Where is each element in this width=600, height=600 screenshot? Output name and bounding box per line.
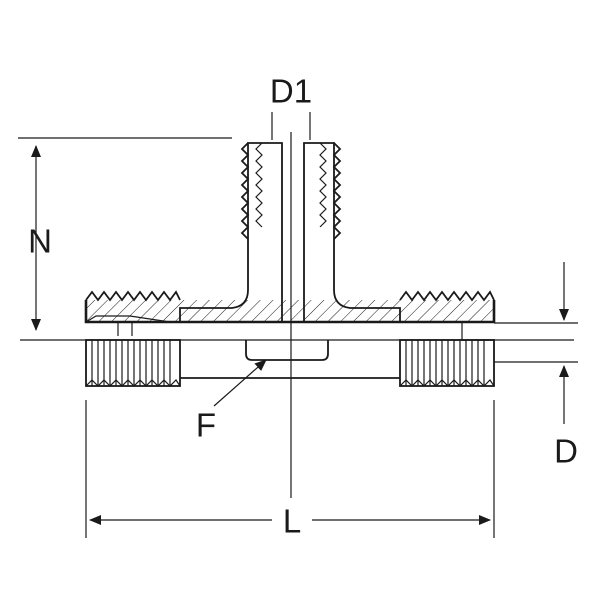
f-leader-line [213, 359, 267, 407]
branch-right-wall [303, 142, 401, 323]
dimension-d1: D1 [270, 73, 312, 140]
centerlines [20, 132, 574, 498]
run-lower-right-thread-lines [405, 340, 485, 386]
bore-step-left [117, 322, 133, 336]
run-body [84, 290, 496, 387]
label-f: F [196, 407, 216, 444]
label-d1: D1 [270, 73, 312, 110]
run-lower-right-crest [399, 379, 495, 387]
label-d: D [554, 433, 578, 470]
run-lower-left-crest [85, 379, 181, 387]
port-f-cavity [245, 340, 329, 361]
branch-inner-thread-left [255, 142, 263, 228]
branch-inner-thread-right [319, 142, 327, 228]
run-upper-left-thread [85, 290, 181, 302]
bore-step-right [461, 322, 494, 341]
branch-thread-right [332, 142, 342, 240]
branch-left-wall [179, 142, 283, 323]
label-n: N [28, 223, 52, 260]
run-upper-hatch [86, 300, 494, 322]
bore-chamfer-left [85, 315, 171, 323]
label-l: L [283, 503, 301, 540]
dimension-d: D [494, 262, 578, 470]
run-lower-left-thread-lines [91, 340, 171, 386]
run-upper-right-thread [399, 290, 495, 302]
run-lower-left-hub [85, 339, 181, 387]
dimension-n: N [18, 137, 232, 331]
run-lower-right-hub [399, 339, 495, 387]
leader-f: F [196, 359, 267, 444]
branch-leg [179, 142, 401, 323]
branch-thread-left [240, 142, 250, 240]
dimension-l: L [85, 400, 495, 540]
